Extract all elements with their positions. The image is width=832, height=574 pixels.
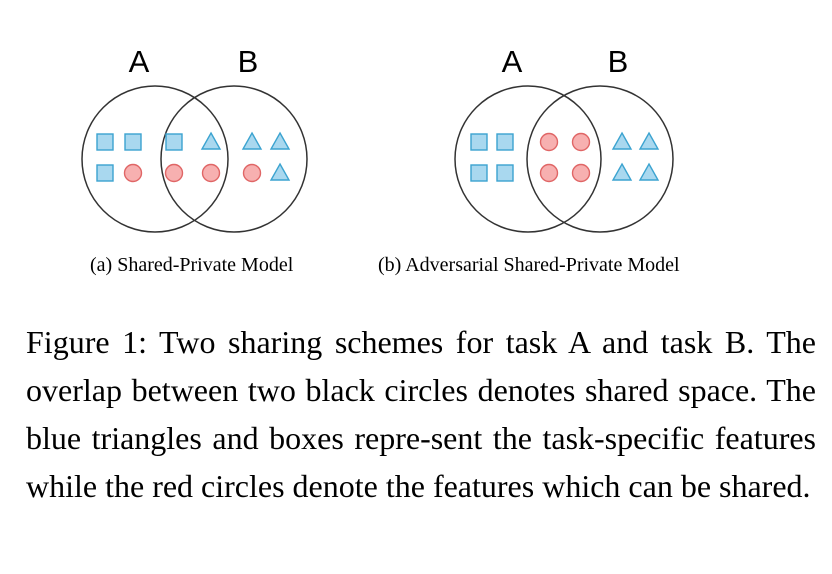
blue-box-feature: [165, 133, 183, 151]
blue-triangle-feature: [200, 131, 222, 150]
red-circle-feature: [571, 163, 591, 183]
red-circle-feature: [123, 163, 143, 183]
blue-box-feature: [496, 164, 514, 182]
red-circle-feature: [201, 163, 221, 183]
set-b-label: B: [608, 44, 629, 79]
subfigure-a-caption: (a) Shared-Private Model: [90, 254, 294, 276]
red-circle-feature: [539, 132, 559, 152]
blue-triangle-feature: [611, 162, 633, 181]
task-b-circle: [160, 85, 308, 233]
blue-triangle-feature: [241, 131, 263, 150]
red-circle-feature: [164, 163, 184, 183]
blue-triangle-feature: [269, 162, 291, 181]
set-a-label: A: [502, 44, 523, 79]
blue-box-feature: [470, 133, 488, 151]
blue-box-feature: [96, 164, 114, 182]
feature-markers: [96, 131, 291, 183]
venn-diagram-shared-private: A B: [81, 44, 308, 233]
red-circle-feature: [539, 163, 559, 183]
task-a-circle: [454, 85, 602, 233]
blue-box-feature: [124, 133, 142, 151]
red-circle-feature: [571, 132, 591, 152]
set-b-label: B: [238, 44, 259, 79]
blue-triangle-feature: [638, 162, 660, 181]
venn-diagram-adversarial-shared-private: A B: [454, 44, 674, 233]
red-circle-feature: [242, 163, 262, 183]
task-a-circle: [81, 85, 229, 233]
blue-triangle-feature: [638, 131, 660, 150]
subfigure-b-caption: (b) Adversarial Shared-Private Model: [378, 254, 680, 276]
task-b-circle: [526, 85, 674, 233]
blue-box-feature: [96, 133, 114, 151]
blue-triangle-feature: [269, 131, 291, 150]
feature-markers: [470, 131, 660, 183]
set-a-label: A: [129, 44, 150, 79]
blue-triangle-feature: [611, 131, 633, 150]
blue-box-feature: [496, 133, 514, 151]
figure-caption: Figure 1: Two sharing schemes for task A…: [26, 324, 816, 504]
blue-box-feature: [470, 164, 488, 182]
